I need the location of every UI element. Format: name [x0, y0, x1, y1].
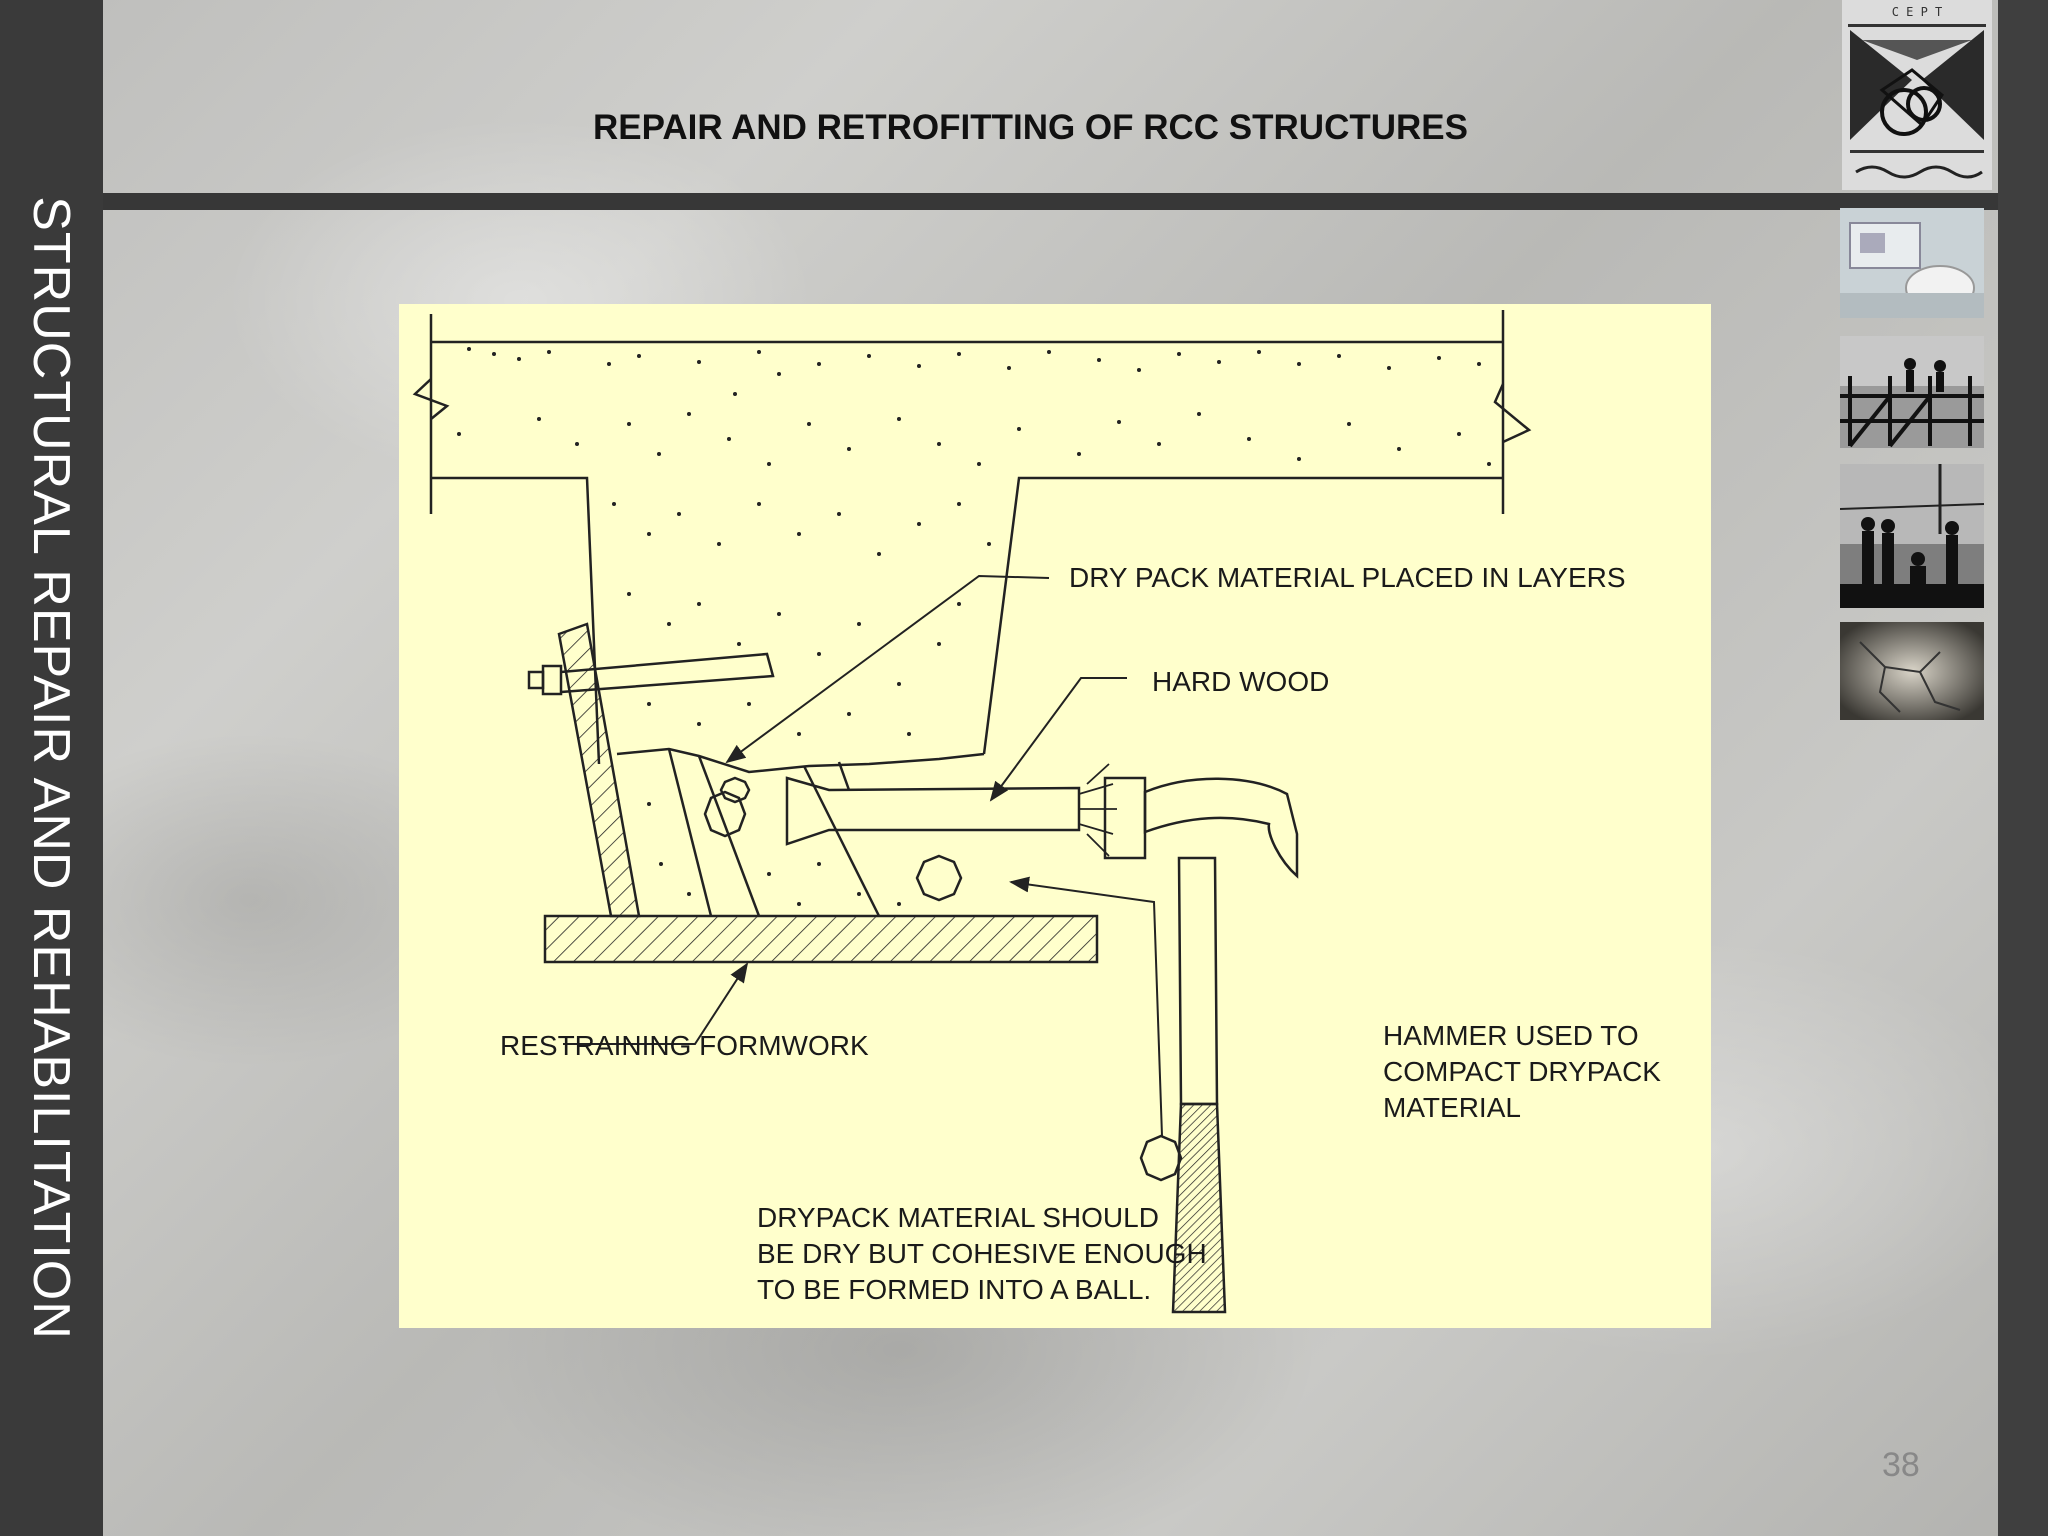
label-restraining-formwork: RESTRAINING FORMWORK	[500, 1030, 869, 1061]
label-hammer-line: COMPACT DRYPACK	[1383, 1056, 1661, 1087]
label-drypack-note-line: DRYPACK MATERIAL SHOULD	[757, 1202, 1159, 1233]
label-hammer-line: HAMMER USED TO	[1383, 1020, 1639, 1051]
concrete-beam-outline	[412, 310, 1532, 765]
hammer	[1103, 776, 1299, 1314]
drypack-ball-small	[719, 776, 751, 804]
logo-letters: C E P T	[1892, 5, 1943, 19]
page-number: 38	[1882, 1446, 1920, 1484]
header-rule	[103, 193, 1998, 210]
thumbnail-cracked-surface	[1840, 622, 1984, 720]
label-drypack-note: DRYPACK MATERIAL SHOULD BE DRY BUT COHES…	[757, 1200, 1207, 1308]
label-drypack-note-line: TO BE FORMED INTO A BALL.	[757, 1274, 1152, 1305]
right-edge-bar	[1998, 0, 2048, 1536]
drypack-diagram: DRY PACK MATERIAL PLACED IN LAYERS HARD …	[399, 304, 1711, 1328]
impact-lines	[1078, 763, 1117, 857]
logo-emblem-icon: C E P T	[1842, 0, 1992, 190]
thumbnail-blueprint	[1840, 208, 1984, 318]
hard-wood-stick	[785, 776, 1081, 846]
label-hammer-line: MATERIAL	[1383, 1092, 1521, 1123]
formwork-bolt	[527, 652, 775, 696]
cept-logo: C E P T	[1842, 0, 1992, 190]
workers-image-icon	[1839, 464, 1985, 608]
label-drypack-note-line: BE DRY BUT COHESIVE ENOUGH	[757, 1238, 1207, 1269]
thumbnail-site-workers	[1839, 464, 1985, 608]
label-hard-wood: HARD WOOD	[1152, 666, 1330, 697]
leader-lines	[563, 574, 1163, 1137]
blueprint-image-icon	[1840, 208, 1984, 318]
drypack-ball	[703, 790, 747, 838]
label-hammer: HAMMER USED TO COMPACT DRYPACK MATERIAL	[1383, 1018, 1661, 1126]
thumbnail-scaffold-workers	[1840, 336, 1984, 448]
side-bar: STRUCTURAL REPAIR AND REHABILITATION	[0, 0, 103, 1536]
drypack-ball-detached	[1139, 1134, 1183, 1182]
side-title: STRUCTURAL REPAIR AND REHABILITATION	[22, 196, 80, 1340]
drypack-layers	[667, 748, 881, 917]
header-title: REPAIR AND RETROFITTING OF RCC STRUCTURE…	[593, 108, 1468, 147]
drypack-diagram-drawing	[412, 310, 1532, 1314]
label-dry-pack-layers: DRY PACK MATERIAL PLACED IN LAYERS	[1069, 562, 1626, 593]
crack-image-icon	[1840, 622, 1984, 720]
repair-cavity-edge	[616, 747, 985, 774]
concrete-aggregate-dots	[457, 347, 1491, 906]
drypack-ball	[915, 854, 963, 902]
scaffold-image-icon	[1840, 336, 1984, 448]
formwork-base-plank	[543, 914, 1099, 964]
